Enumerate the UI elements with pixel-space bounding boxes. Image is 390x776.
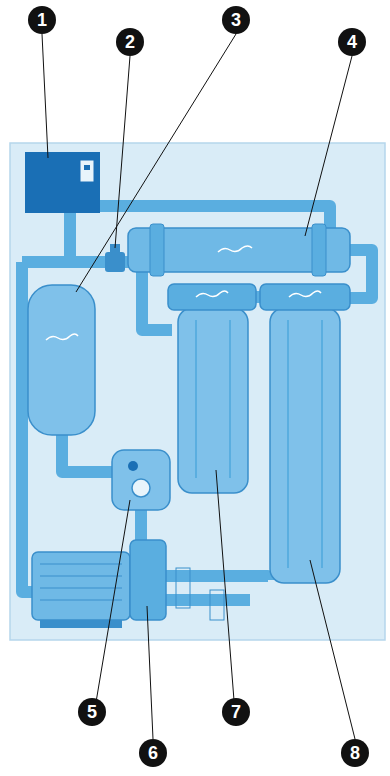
callout-number: 7: [222, 698, 250, 726]
callout-number: 2: [116, 28, 144, 56]
callout-number: 4: [338, 28, 366, 56]
pump-head: [130, 540, 166, 620]
leader-lines: [42, 34, 355, 739]
callout-number: 6: [139, 739, 167, 767]
logo-mark: [46, 334, 78, 340]
filter-rib: [321, 320, 323, 568]
filter-housing: [178, 308, 248, 493]
filter-housing: [270, 308, 340, 583]
filter-rib: [287, 320, 289, 568]
logo-mark: [218, 246, 252, 252]
pipe-edges: [176, 568, 224, 620]
electrical-box: [25, 152, 100, 213]
logo-mark: [196, 291, 228, 297]
logo-mark: [289, 291, 321, 297]
callout-number: 3: [222, 6, 250, 34]
valve: [105, 252, 125, 272]
filter-head: [260, 284, 350, 310]
filter-rib: [229, 320, 231, 478]
callout-number: 1: [28, 6, 56, 34]
mounting-board: [10, 143, 385, 640]
callout-number: 8: [341, 739, 369, 767]
indicator: [128, 461, 138, 471]
uv-clamp: [312, 224, 326, 276]
gauge: [132, 479, 150, 497]
callout-number: 5: [78, 698, 106, 726]
filter-head: [168, 284, 256, 310]
pressure-control: [112, 450, 170, 510]
motor-fins: [40, 564, 122, 600]
pipes: [22, 206, 372, 600]
pressure-tank: [28, 285, 95, 435]
uv-clamp: [150, 224, 164, 276]
switch: [80, 160, 94, 182]
filter-rib: [195, 320, 197, 478]
switch: [84, 165, 90, 170]
